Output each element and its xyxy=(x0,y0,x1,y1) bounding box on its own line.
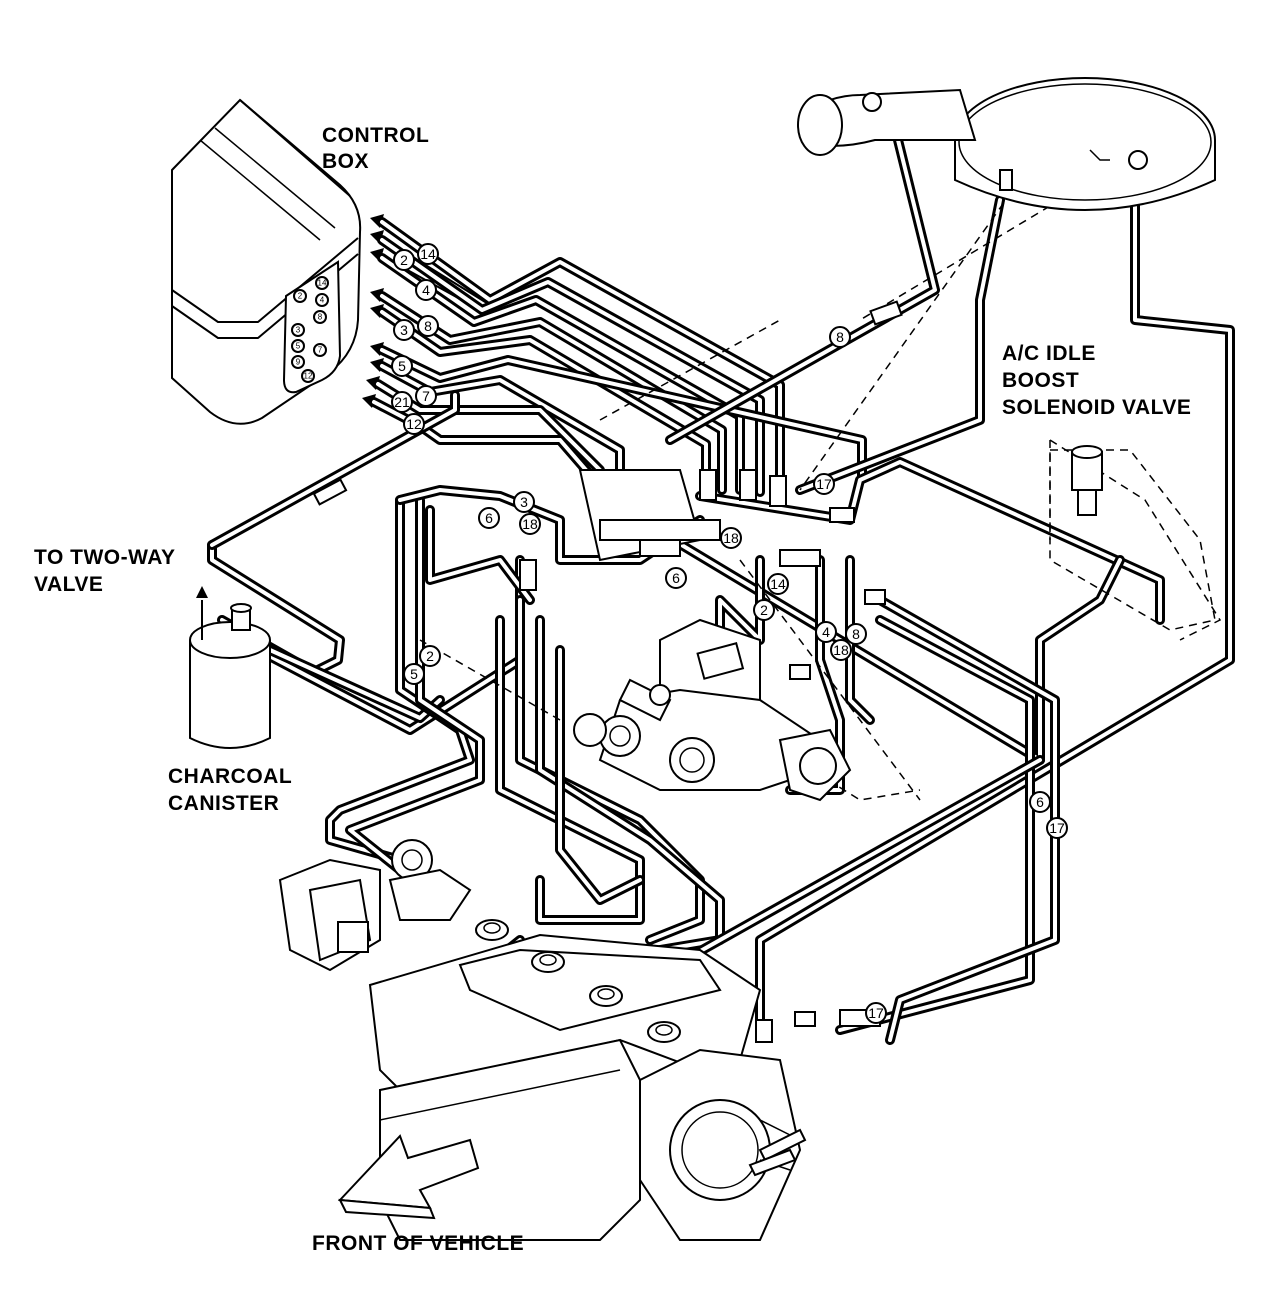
control-box-label: CONTROL BOX xyxy=(322,124,435,173)
svg-text:2: 2 xyxy=(426,648,434,664)
front-of-vehicle-label: FRONT OF VEHICLE xyxy=(312,1232,524,1255)
svg-text:6: 6 xyxy=(672,570,680,586)
hose-number-callout: 17 xyxy=(865,1002,887,1024)
hose-number-callout: 2 xyxy=(419,645,441,667)
hose-number-callout: 4 xyxy=(415,279,437,301)
svg-text:8: 8 xyxy=(318,313,323,322)
svg-text:14: 14 xyxy=(420,246,436,262)
hose-number-callout: 2 xyxy=(753,599,775,621)
control-box-ports: 2 14 4 8 3 5 7 9 12 xyxy=(291,276,329,383)
svg-text:21: 21 xyxy=(394,394,410,410)
charcoal-canister xyxy=(189,586,271,749)
hose-number-callout: 17 xyxy=(1046,817,1068,839)
svg-text:8: 8 xyxy=(852,626,860,642)
hose-number-callout: 7 xyxy=(415,385,437,407)
hose-number-callout: 14 xyxy=(417,243,439,265)
svg-text:4: 4 xyxy=(822,624,830,640)
ac-idle-boost-solenoid-valve xyxy=(1049,445,1216,631)
engine-block xyxy=(368,919,807,1241)
svg-text:17: 17 xyxy=(816,476,832,492)
hose-number-callout: 17 xyxy=(813,473,835,495)
svg-text:12: 12 xyxy=(406,416,422,432)
hose-number-callout: 18 xyxy=(830,639,852,661)
svg-text:2: 2 xyxy=(400,252,408,268)
hose-number-callout: 3 xyxy=(513,491,535,513)
hose-number-callouts: 14 2 4 3 8 5 7 21 12 8 17 3 6 18 6 18 14… xyxy=(391,243,1068,1024)
svg-text:5: 5 xyxy=(410,666,418,682)
svg-text:2: 2 xyxy=(298,292,303,301)
svg-text:7: 7 xyxy=(318,346,323,355)
hose-number-callout: 18 xyxy=(519,513,541,535)
svg-text:7: 7 xyxy=(422,388,430,404)
svg-text:3: 3 xyxy=(296,326,301,335)
svg-text:14: 14 xyxy=(770,576,786,592)
hose-number-callout: 12 xyxy=(403,413,425,435)
hose-number-callout: 6 xyxy=(1029,791,1051,813)
air-cleaner xyxy=(797,77,1216,211)
hose-number-callout: 14 xyxy=(767,573,789,595)
svg-text:6: 6 xyxy=(1036,794,1044,810)
svg-text:18: 18 xyxy=(522,516,538,532)
hose-number-callout: 5 xyxy=(403,663,425,685)
svg-text:3: 3 xyxy=(400,322,408,338)
front-of-vehicle-arrow xyxy=(337,1134,480,1220)
svg-text:18: 18 xyxy=(723,530,739,546)
hose-number-callout: 4 xyxy=(815,621,837,643)
central-junction-fittings xyxy=(312,300,903,1043)
hose-number-callout: 8 xyxy=(417,315,439,337)
hose-number-callout: 8 xyxy=(829,326,851,348)
hose-number-callout: 3 xyxy=(393,319,415,341)
svg-text:17: 17 xyxy=(1049,820,1065,836)
charcoal-canister-label: CHARCOAL CANISTER xyxy=(168,765,298,815)
svg-text:8: 8 xyxy=(424,318,432,334)
svg-text:3: 3 xyxy=(520,494,528,510)
distributor xyxy=(278,839,472,972)
hose-number-callout: 5 xyxy=(391,355,413,377)
hose-number-callout: 6 xyxy=(478,507,500,529)
svg-text:12: 12 xyxy=(304,372,313,381)
svg-text:5: 5 xyxy=(398,358,406,374)
hose-number-callout: 6 xyxy=(665,567,687,589)
control-box: 2 14 4 8 3 5 7 9 12 xyxy=(171,98,362,425)
svg-text:8: 8 xyxy=(836,329,844,345)
svg-text:9: 9 xyxy=(296,358,301,367)
svg-text:6: 6 xyxy=(485,510,493,526)
svg-text:17: 17 xyxy=(868,1005,884,1021)
svg-text:4: 4 xyxy=(320,296,325,305)
hose-number-callout: 21 xyxy=(391,391,413,413)
svg-text:5: 5 xyxy=(296,342,301,351)
svg-text:4: 4 xyxy=(422,282,430,298)
to-two-way-valve-label: TO TWO-WAY VALVE xyxy=(34,546,181,596)
svg-text:2: 2 xyxy=(760,602,768,618)
hose-number-callout: 18 xyxy=(720,527,742,549)
hose-number-callout: 8 xyxy=(845,623,867,645)
svg-text:18: 18 xyxy=(833,642,849,658)
hose-number-callout: 2 xyxy=(393,249,415,271)
ac-idle-boost-label: A/C IDLE BOOST SOLENOID VALVE xyxy=(1002,342,1191,419)
carburetor xyxy=(573,618,852,802)
svg-text:14: 14 xyxy=(318,279,327,288)
